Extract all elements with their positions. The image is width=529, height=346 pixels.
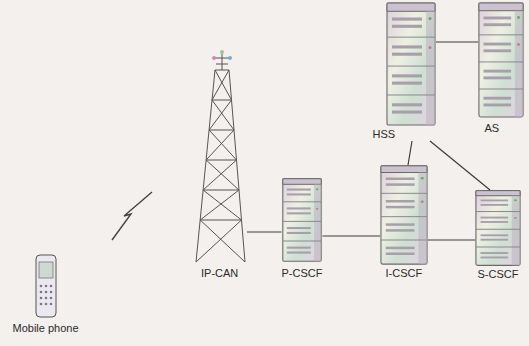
node-label: Mobile phone xyxy=(13,322,79,335)
server-node: HSS xyxy=(373,2,437,141)
phone-icon xyxy=(36,255,56,317)
node-label: P-CSCF xyxy=(282,267,323,280)
server-icon xyxy=(387,3,435,125)
node-label: I-CSCF xyxy=(386,267,423,280)
link-line xyxy=(430,141,490,190)
server-node: AS xyxy=(478,2,524,135)
link-line xyxy=(323,235,381,236)
server-node: S-CSCF xyxy=(475,190,521,281)
link-line xyxy=(247,231,282,232)
server-node: I-CSCF xyxy=(380,165,428,280)
link-line xyxy=(408,141,412,165)
tower-node: IP-CAN xyxy=(193,52,247,280)
server-icon xyxy=(476,191,520,266)
node-label: AS xyxy=(485,122,500,135)
node-label: S-CSCF xyxy=(478,268,519,281)
server-icon xyxy=(283,179,321,262)
tower-icon xyxy=(196,52,245,262)
link-line xyxy=(436,41,478,42)
radio-link xyxy=(112,192,152,240)
server-icon xyxy=(381,166,427,264)
node-label: HSS xyxy=(373,128,396,141)
phone-node: Mobile phone xyxy=(13,254,80,335)
node-label: IP-CAN xyxy=(201,267,238,280)
server-icon xyxy=(479,3,523,117)
server-node: P-CSCF xyxy=(282,178,323,280)
link-line xyxy=(428,239,475,240)
antenna-tips xyxy=(212,50,232,60)
